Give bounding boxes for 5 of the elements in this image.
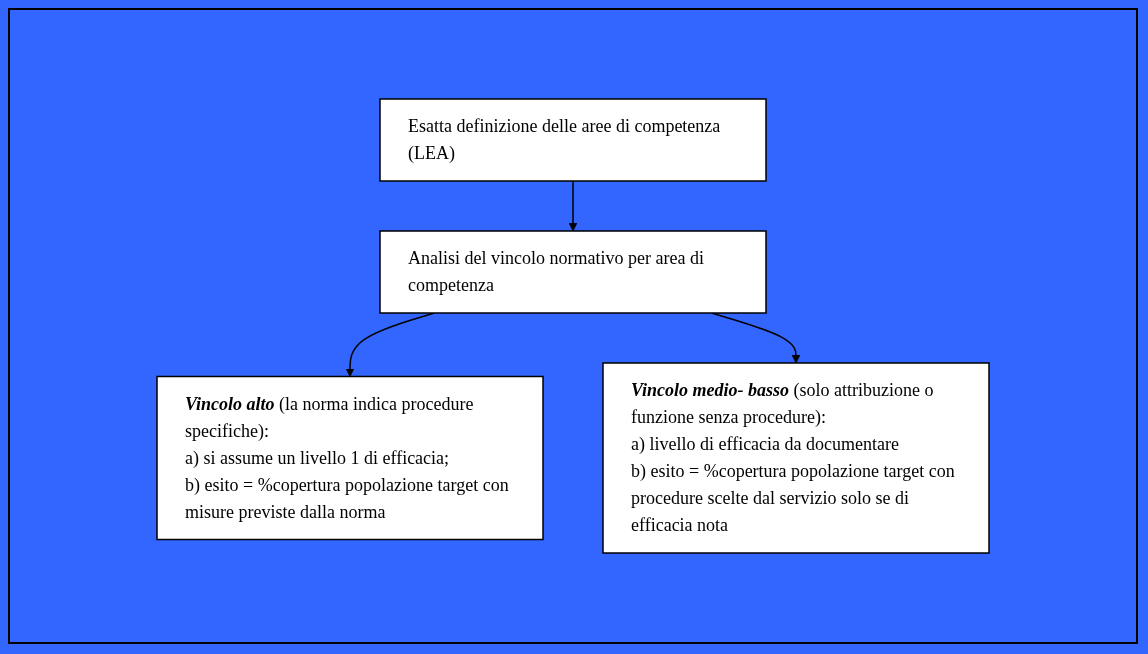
node-box: Analisi del vincolo normativo per area di competenza	[379, 230, 767, 314]
node-box: Vincolo alto (la norma indica procedure specifiche): a) si assume un livello 1 di efficacia; b) esito = %copertura popolazione target con misure previste dalla norma	[156, 375, 544, 541]
node-box: Vincolo medio- basso (solo attribuzione o funzione senza procedure): a) livello di efficacia da documentare b) esito = %copertura popolazione target con procedure scelte dal servizio solo se di efficacia nota	[602, 362, 990, 554]
node-box: Esatta definizione delle aree di competenza (LEA)	[379, 98, 767, 182]
arrow	[568, 180, 578, 232]
